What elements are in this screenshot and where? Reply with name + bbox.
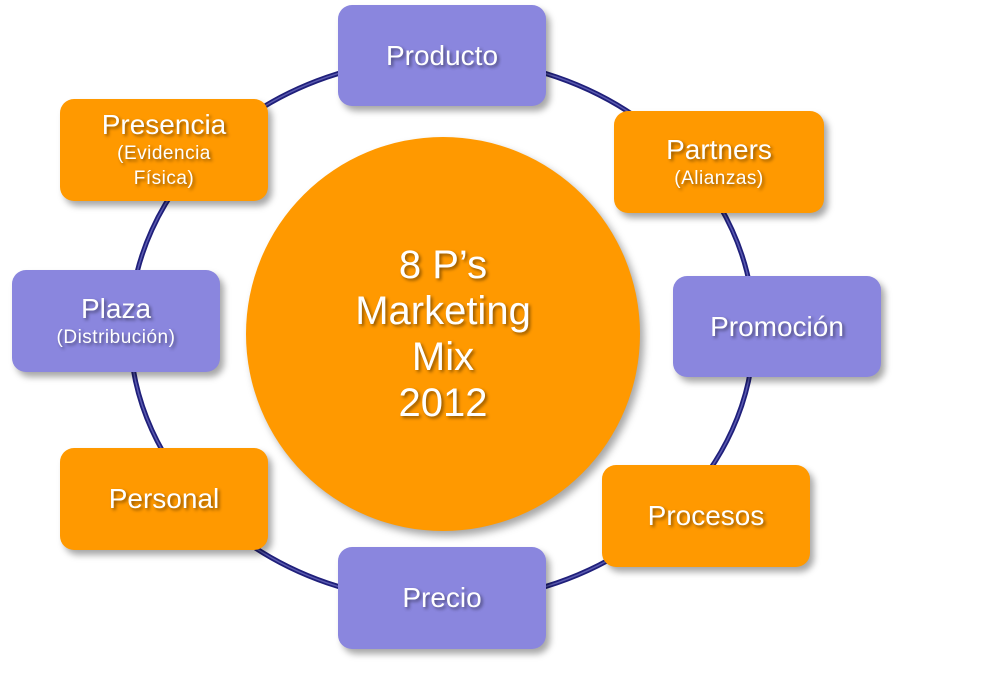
node-title: Procesos xyxy=(647,500,765,531)
center-circle: 8 P’s Marketing Mix 2012 xyxy=(246,137,640,531)
center-line-2: Marketing xyxy=(355,289,531,333)
node-title: Promoción xyxy=(710,310,844,342)
node-precio: Precio xyxy=(338,547,546,649)
node-promocion: Promoción xyxy=(673,276,881,377)
center-line-3: Mix xyxy=(411,335,475,379)
node-plaza: Plaza (Distribución) xyxy=(12,270,220,372)
node-subtitle: (Alianzas) xyxy=(674,167,764,189)
node-title: Personal xyxy=(108,483,220,514)
node-partners: Partners (Alianzas) xyxy=(614,111,824,213)
node-title: Plaza xyxy=(80,292,152,324)
node-title: Presencia xyxy=(101,109,227,140)
center-line-4: 2012 xyxy=(398,381,488,425)
node-procesos: Procesos xyxy=(602,465,810,567)
node-personal: Personal xyxy=(60,448,268,550)
center-line-1: 8 P’s xyxy=(398,243,488,287)
node-title: Producto xyxy=(385,39,499,71)
node-subtitle: (Evidencia Física) xyxy=(117,143,211,189)
node-subtitle: (Distribución) xyxy=(56,326,176,348)
node-producto: Producto xyxy=(338,5,546,106)
node-title: Partners xyxy=(666,133,772,165)
node-title: Precio xyxy=(402,582,482,613)
node-presencia: Presencia (Evidencia Física) xyxy=(60,99,268,201)
